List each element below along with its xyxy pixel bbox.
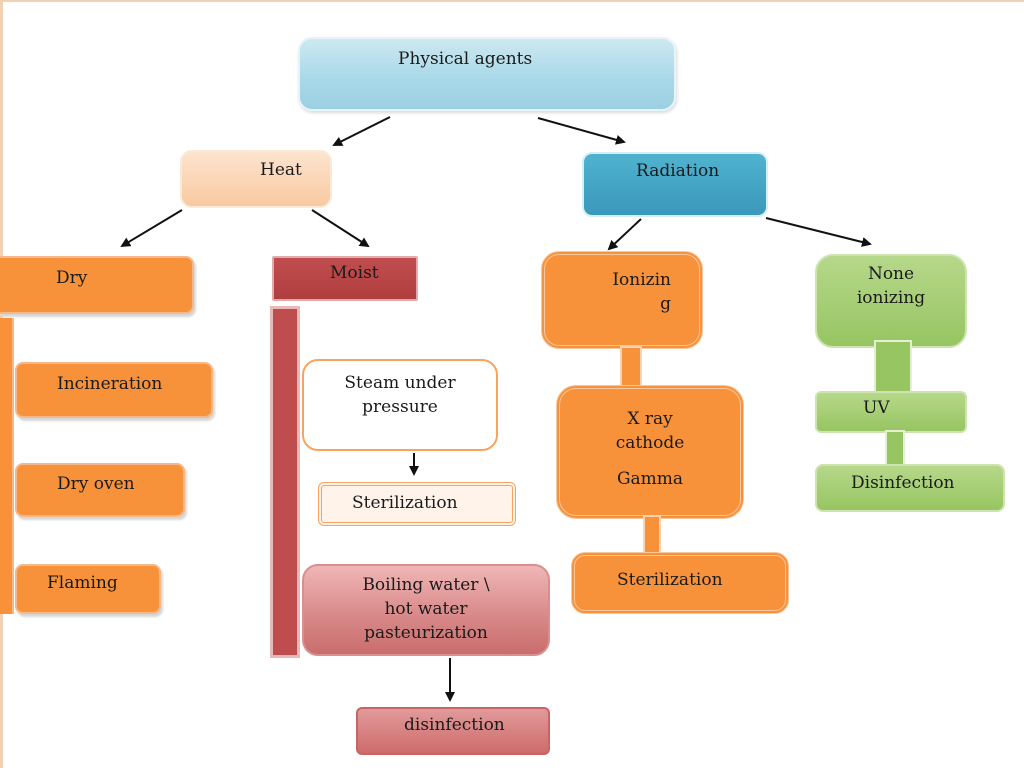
arrow-radiation-to-ionizing — [607, 218, 642, 251]
node-disinfection-boiling: disinfection — [356, 707, 550, 755]
node-disinfection-uv: Disinfection — [815, 464, 1005, 512]
node-steam-under-pressure: Steam under pressure — [302, 359, 498, 451]
connector-xray-sterilization — [643, 515, 661, 555]
node-non-ionizing-label: None ionizing — [856, 264, 926, 308]
node-xray-line-2: cathode — [615, 433, 685, 453]
node-boiling-label: Boiling water \ hot water pasteurization — [362, 575, 490, 643]
node-steam-label: Steam under pressure — [344, 373, 456, 417]
node-boiling-water: Boiling water \ hot water pasteurization — [302, 564, 550, 656]
connector-ionizing-xray — [620, 346, 642, 388]
node-moist: Moist — [272, 256, 418, 301]
node-physical-agents: Physical agents — [298, 37, 676, 111]
node-sterilization-steam-label: Sterilization — [352, 493, 458, 513]
node-incineration-label: Incineration — [57, 374, 163, 394]
node-sterilization-ionizing: Sterilization — [571, 552, 789, 614]
node-disinfection-uv-label: Disinfection — [851, 473, 955, 493]
arrow-physical-to-heat — [332, 116, 391, 146]
connector-uv-disinfection — [885, 430, 905, 466]
node-radiation-label: Radiation — [636, 161, 720, 181]
node-xray-line-1: X ray — [627, 409, 673, 429]
node-flaming: Flaming — [15, 564, 161, 614]
node-uv: UV — [815, 391, 967, 433]
moist-branch-bar — [270, 306, 300, 658]
page-edge-top — [0, 0, 1024, 2]
arrow-heat-to-dry — [120, 209, 183, 248]
node-sterilization-ionizing-label: Sterilization — [617, 570, 723, 590]
node-flaming-label: Flaming — [47, 573, 118, 593]
node-moist-label: Moist — [330, 263, 379, 283]
node-disinfection-boiling-label: disinfection — [404, 715, 505, 735]
node-ionizing-label: Ionizin g — [612, 270, 671, 314]
node-heat-label: Heat — [260, 160, 302, 180]
node-incineration: Incineration — [15, 362, 213, 418]
node-dry-oven: Dry oven — [15, 463, 185, 517]
node-dry-label: Dry — [56, 268, 88, 288]
node-xray-line-3: Gamma — [616, 469, 684, 489]
node-dry-oven-label: Dry oven — [57, 474, 135, 494]
node-uv-label: UV — [863, 398, 890, 418]
node-ionizing: Ionizin g — [541, 251, 703, 349]
node-dry: Dry — [0, 256, 194, 314]
arrow-radiation-to-non-ionizing — [765, 217, 872, 247]
node-sterilization-steam: Sterilization — [318, 482, 516, 526]
arrow-heat-to-moist — [311, 209, 370, 248]
connector-non-ionizing-uv — [874, 340, 912, 396]
arrow-physical-to-radiation — [537, 117, 626, 145]
node-heat: Heat — [180, 150, 332, 208]
node-non-ionizing: None ionizing — [815, 254, 967, 348]
node-physical-agents-label: Physical agents — [398, 49, 533, 69]
dry-branch-bar — [0, 318, 14, 614]
node-radiation: Radiation — [582, 152, 768, 217]
node-xray-cathode-gamma: X ray cathode Gamma — [556, 385, 744, 519]
